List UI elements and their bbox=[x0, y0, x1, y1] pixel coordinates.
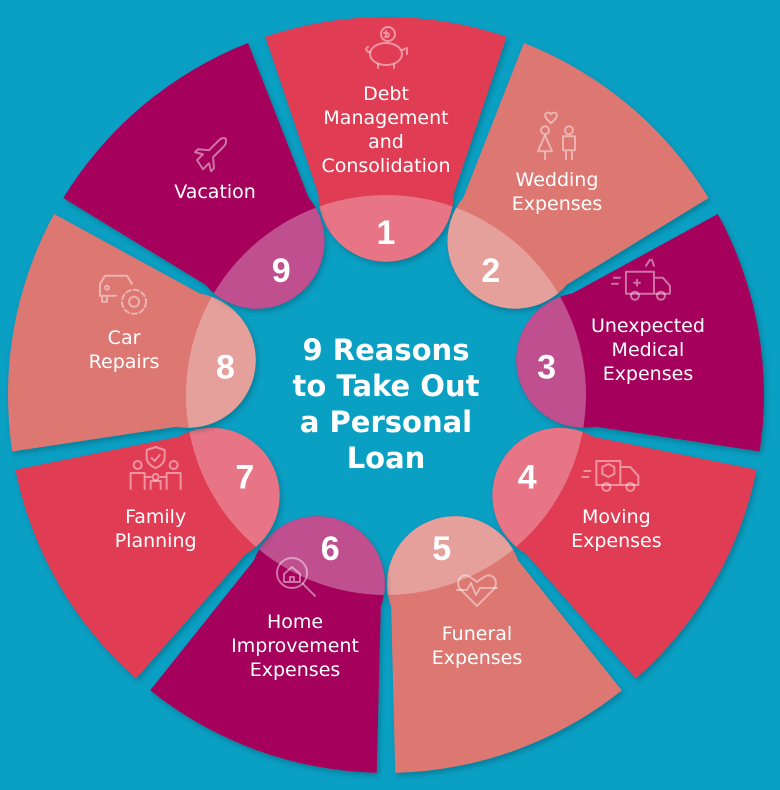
segment-inner bbox=[516, 214, 586, 452]
reason-number: 6 bbox=[321, 530, 340, 568]
segment-inner bbox=[186, 195, 325, 309]
title-line: Loan bbox=[347, 441, 426, 475]
segment-inner bbox=[447, 195, 586, 309]
reason-label: Family bbox=[125, 506, 186, 528]
reason-label: Expenses bbox=[571, 530, 662, 552]
title-line: a Personal bbox=[300, 405, 472, 439]
reason-number: 4 bbox=[518, 459, 537, 497]
reason-segment-9 bbox=[63, 43, 325, 309]
reason-label: Vacation bbox=[174, 181, 256, 203]
segment-inner bbox=[492, 427, 586, 595]
reason-label: Unexpected bbox=[591, 315, 705, 337]
car-gear-icon bbox=[99, 274, 148, 315]
reason-number: 2 bbox=[481, 252, 500, 290]
reason-number: 7 bbox=[235, 459, 254, 497]
reason-label: Expenses bbox=[512, 193, 603, 215]
reason-segment-5 bbox=[387, 516, 622, 773]
reason-label: Wedding bbox=[516, 169, 599, 191]
reason-label: Funeral bbox=[442, 623, 512, 645]
segment-inner bbox=[186, 516, 385, 595]
reason-number: 5 bbox=[432, 530, 451, 568]
reason-number: 9 bbox=[272, 252, 291, 290]
moving-truck-icon bbox=[581, 460, 640, 492]
reason-segment-7 bbox=[15, 427, 280, 679]
segment-inner bbox=[186, 427, 280, 595]
home-search-icon bbox=[276, 556, 317, 597]
reason-label: Improvement bbox=[231, 635, 359, 657]
reason-label: Moving bbox=[582, 506, 651, 528]
reason-segment-6 bbox=[150, 516, 385, 773]
reason-number: 1 bbox=[377, 214, 396, 252]
wedding-couple-icon bbox=[536, 111, 576, 161]
reason-label: Expenses bbox=[432, 647, 523, 669]
family-shield-icon bbox=[129, 446, 182, 490]
reason-segment-3 bbox=[516, 214, 764, 452]
reason-label: Consolidation bbox=[321, 155, 450, 177]
reason-label: Planning bbox=[115, 530, 197, 552]
reason-label: and bbox=[368, 131, 404, 153]
title-line: 9 Reasons bbox=[303, 333, 470, 367]
piggy-bank-icon bbox=[365, 26, 408, 69]
segment-outer bbox=[265, 16, 507, 262]
reason-label: Medical bbox=[612, 339, 685, 361]
reason-label: Management bbox=[323, 107, 448, 129]
reason-segment-4 bbox=[492, 427, 757, 679]
ambulance-icon bbox=[610, 258, 671, 301]
heart-pulse-icon bbox=[455, 574, 498, 607]
airplane-icon bbox=[194, 136, 228, 173]
title-line: to Take Out bbox=[293, 369, 480, 403]
reason-number: 8 bbox=[216, 349, 235, 387]
segment-inner bbox=[186, 214, 256, 452]
reason-segment-2 bbox=[447, 43, 709, 309]
reason-segment-1 bbox=[265, 16, 507, 262]
reason-label: Home bbox=[267, 611, 323, 633]
reason-label: Expenses bbox=[250, 659, 341, 681]
reason-number: 3 bbox=[537, 349, 556, 387]
reason-segment-8 bbox=[8, 214, 256, 452]
reason-label: Car bbox=[108, 327, 141, 349]
reason-label: Repairs bbox=[89, 351, 160, 373]
reason-label: Expenses bbox=[603, 363, 694, 385]
reason-label: Debt bbox=[363, 83, 409, 105]
segment-inner bbox=[387, 516, 586, 595]
